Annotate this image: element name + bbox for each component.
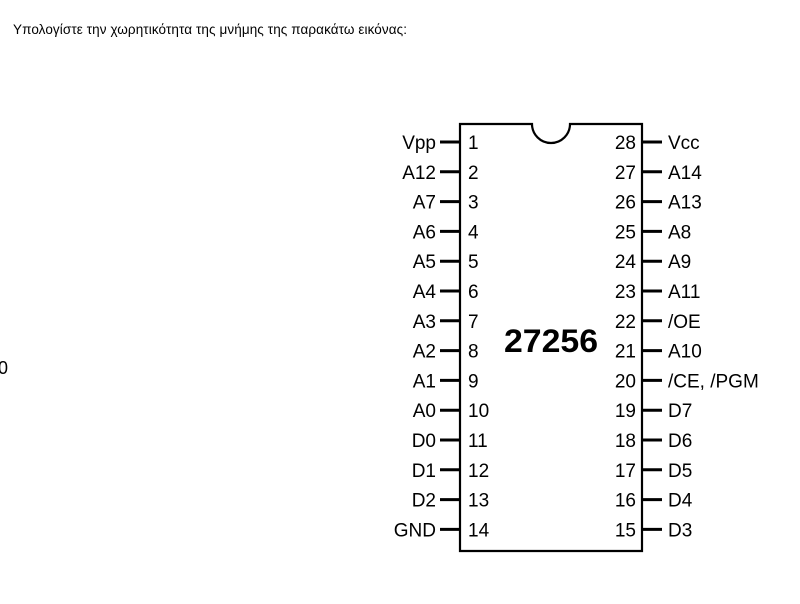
pin-signal-label: A12 <box>402 163 436 184</box>
pin-signal-label: A11 <box>668 282 700 303</box>
right-pin: 27 A14 <box>615 163 702 184</box>
pin-signal-label: A6 <box>413 222 436 243</box>
pin-number: 28 <box>615 133 636 154</box>
pin-number: 6 <box>468 282 479 303</box>
left-pin: A4 6 <box>413 282 479 303</box>
pin-number: 23 <box>615 282 636 303</box>
pin-signal-label: D4 <box>668 491 693 512</box>
pin-number: 3 <box>468 193 479 214</box>
pin-signal-label: D0 <box>412 431 436 452</box>
right-pin: 19 D7 <box>615 401 692 422</box>
right-pin: 25 A8 <box>615 222 691 243</box>
pin-number: 8 <box>468 342 479 363</box>
pin-signal-label: A8 <box>668 222 691 243</box>
pin-number: 18 <box>615 431 636 452</box>
pin-signal-label: D3 <box>668 520 692 541</box>
pin-number: 13 <box>468 491 489 512</box>
left-pin: A3 7 <box>413 312 479 333</box>
pin-number: 9 <box>468 371 479 392</box>
left-pin: A5 5 <box>413 252 479 273</box>
question-text: Υπολογίστε την χωρητικότητα της μνήμης τ… <box>13 22 408 37</box>
right-pin: 16 D4 <box>615 491 693 512</box>
chip-outline <box>458 122 644 553</box>
left-pin: A2 8 <box>413 342 479 363</box>
pin-number: 15 <box>615 520 636 541</box>
pin-signal-label: A1 <box>413 371 436 392</box>
right-pin: 24 A9 <box>615 252 691 273</box>
right-pins: 28 Vcc 27 A14 26 A13 25 A8 24 A9 23 A11 22/OE 21 A10 20… <box>615 133 759 541</box>
chip-label: 27256 <box>504 323 598 359</box>
pin-number: 11 <box>468 431 488 452</box>
pin-number: 1 <box>468 133 479 154</box>
pin-signal-label: D6 <box>668 431 692 452</box>
pin-number: 24 <box>615 252 637 273</box>
pin-number: 20 <box>615 371 636 392</box>
pin-signal-label: D1 <box>412 461 436 482</box>
pin-signal-label: A13 <box>668 193 702 214</box>
pin-signal-label: A2 <box>413 342 436 363</box>
pin-signal-label: Vpp <box>402 133 436 154</box>
right-pin: 21 A10 <box>615 342 702 363</box>
left-pin: A6 4 <box>413 222 479 243</box>
pin-number: 5 <box>468 252 479 273</box>
right-pin: 23 A11 <box>615 282 701 303</box>
right-pin: 17 D5 <box>615 461 692 482</box>
pin-signal-label: D7 <box>668 401 692 422</box>
pin-number: 16 <box>615 491 636 512</box>
left-pin: A7 3 <box>413 193 479 214</box>
left-pin: A1 9 <box>413 371 479 392</box>
left-pin: A12 2 <box>402 163 478 184</box>
left-pin: D2 13 <box>412 491 489 512</box>
pin-number: 7 <box>468 312 479 333</box>
pin-number: 25 <box>615 222 636 243</box>
pin-number: 19 <box>615 401 636 422</box>
pin-signal-label: A10 <box>668 342 702 363</box>
right-pin: 15 D3 <box>615 520 692 541</box>
pin-signal-label: D5 <box>668 461 692 482</box>
pin-number: 2 <box>468 163 479 184</box>
right-pin: 18 D6 <box>615 431 692 452</box>
pin-number: 21 <box>615 342 636 363</box>
pin-signal-label: GND <box>394 520 436 541</box>
pin-number: 27 <box>615 163 636 184</box>
pin-signal-label: Vcc <box>668 133 700 154</box>
right-pin: 22/OE <box>615 312 701 333</box>
pin-number: 26 <box>615 193 636 214</box>
left-pin: Vpp 1 <box>402 133 478 154</box>
right-pin: 20/CE, /PGM <box>615 371 759 392</box>
pin-number: 22 <box>615 312 636 333</box>
pin-signal-label: A7 <box>413 193 436 214</box>
pin-signal-label: A3 <box>413 312 436 333</box>
right-pin: 26 A13 <box>615 193 702 214</box>
left-pin: A0 10 <box>413 401 489 422</box>
pin-signal-label: /OE <box>668 312 701 333</box>
stray-text: 0 <box>0 358 9 378</box>
right-pin: 28 Vcc <box>615 133 700 154</box>
pin-signal-label: A14 <box>668 163 702 184</box>
pin-number: 4 <box>468 222 479 243</box>
pin-signal-label: A5 <box>413 252 436 273</box>
pin-signal-label: A0 <box>413 401 436 422</box>
chip-body: 27256 <box>458 122 644 553</box>
pin-signal-label: A9 <box>668 252 691 273</box>
pin-signal-label: /CE, /PGM <box>668 371 759 392</box>
pin-signal-label: A4 <box>413 282 437 303</box>
left-pin: D1 12 <box>412 461 489 482</box>
pin-number: 14 <box>468 520 490 541</box>
left-pin: D0 11 <box>412 431 488 452</box>
left-pin: GND 14 <box>394 520 490 541</box>
pin-signal-label: D2 <box>412 491 436 512</box>
pin-number: 10 <box>468 401 489 422</box>
pin-number: 17 <box>615 461 636 482</box>
pin-number: 12 <box>468 461 489 482</box>
